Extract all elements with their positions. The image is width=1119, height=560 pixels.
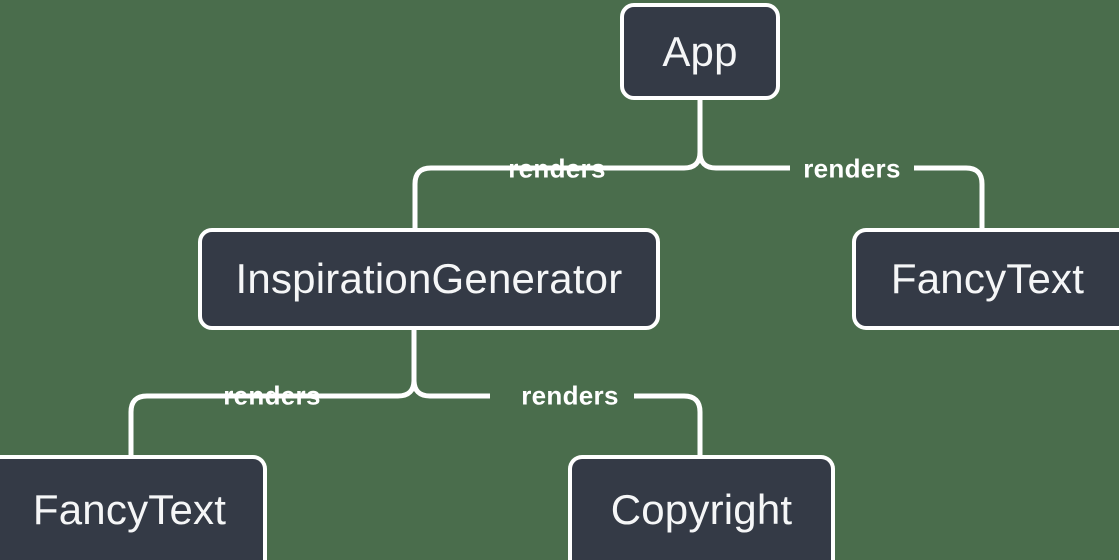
node-app[interactable]: App bbox=[620, 3, 780, 100]
node-copyright[interactable]: Copyright bbox=[568, 455, 835, 560]
edge-inspiration-to-fancytext-bottom bbox=[128, 393, 341, 455]
node-app-label: App bbox=[662, 27, 738, 75]
node-fancytext-bottom[interactable]: FancyText bbox=[0, 455, 267, 560]
edge-app-to-inspiration bbox=[412, 165, 498, 228]
edge-app-to-fancytext-right bbox=[914, 165, 985, 228]
node-fancytext-bottom-label: FancyText bbox=[32, 485, 227, 533]
edge-label-inspiration-generator-to-fancytext: renders bbox=[223, 380, 321, 411]
node-inspiration-generator[interactable]: InspirationGenerator bbox=[198, 228, 660, 330]
edge-label-inspiration-generator-to-copyright: renders bbox=[521, 380, 619, 411]
node-copyright-label: Copyright bbox=[610, 485, 793, 533]
edge-label-app-to-fancytext: renders bbox=[803, 153, 901, 184]
edge-inspiration-to-copyright bbox=[634, 393, 703, 455]
edge-inspiration-branch-right bbox=[411, 379, 490, 399]
edge-app-branch-right bbox=[697, 151, 790, 171]
node-inspiration-generator-label: InspirationGenerator bbox=[235, 255, 623, 302]
node-fancytext-right-label: FancyText bbox=[890, 255, 1085, 302]
node-fancytext-right[interactable]: FancyText bbox=[852, 228, 1119, 330]
edge-label-app-to-inspiration-generator: renders bbox=[508, 153, 606, 184]
edge-inspiration-stem bbox=[341, 330, 417, 399]
